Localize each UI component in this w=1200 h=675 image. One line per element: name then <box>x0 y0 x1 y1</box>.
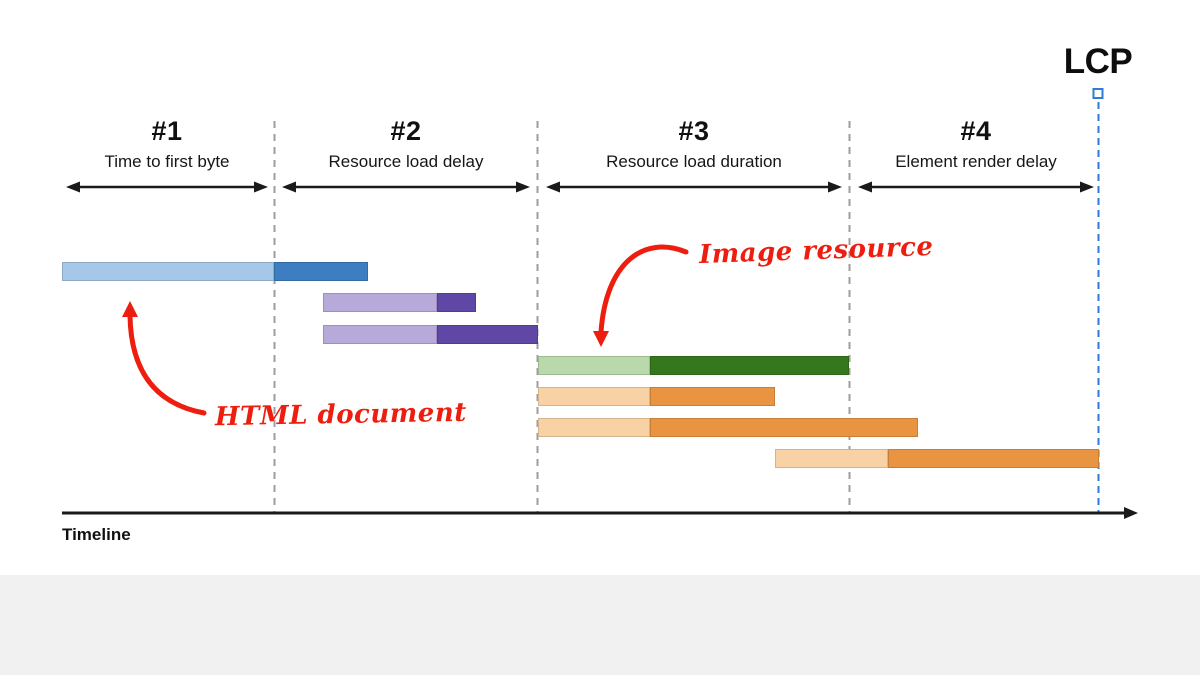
phase-description: Resource load delay <box>328 152 484 171</box>
stylesheet-bar <box>323 325 538 344</box>
document-bar <box>62 262 368 281</box>
html-document-annotation-arrow <box>127 313 207 416</box>
image-resource-annotation-arrowhead <box>593 331 609 347</box>
phase-span-arrowhead-left <box>282 181 296 193</box>
timeline-axis-arrowhead <box>1124 507 1138 519</box>
script-bar-light-segment <box>775 449 888 468</box>
stylesheet-bar <box>323 293 476 312</box>
lcp-title: LCP <box>1063 42 1133 81</box>
lcp-marker-square <box>1092 88 1104 99</box>
document-bar-dark-segment <box>274 262 368 281</box>
phase-description: Time to first byte <box>104 152 230 171</box>
image-resource-annotation-text: Image resource <box>698 231 934 271</box>
script-bar-light-segment <box>538 387 650 406</box>
phase-span-arrowhead-left <box>858 181 872 193</box>
script-bar <box>538 418 918 437</box>
stylesheet-bar-dark-segment <box>437 293 476 312</box>
image-resource-annotation-arrow <box>598 244 689 335</box>
html-document-annotation-text: HTML document <box>214 397 467 433</box>
image-bar-light-segment <box>538 356 650 375</box>
document-bar-light-segment <box>62 262 274 281</box>
timeline-axis-label: Timeline <box>62 525 131 544</box>
phase-span-arrowhead-right <box>254 181 268 193</box>
script-bar-dark-segment <box>650 387 775 406</box>
phase-description: Element render delay <box>895 152 1057 171</box>
script-bar <box>775 449 1099 468</box>
script-bar-dark-segment <box>650 418 918 437</box>
stylesheet-bar-light-segment <box>323 325 437 344</box>
phase-span-arrowhead-right <box>516 181 530 193</box>
stylesheet-bar-dark-segment <box>437 325 538 344</box>
phase-number: #2 <box>390 116 422 146</box>
phase-span-arrowhead-left <box>546 181 560 193</box>
image-bar <box>538 356 849 375</box>
phase-span-arrowhead-right <box>828 181 842 193</box>
image-bar-dark-segment <box>650 356 849 375</box>
phase-number: #4 <box>960 116 992 146</box>
html-document-annotation-arrowhead <box>122 301 138 317</box>
legend-band: DocumentStylesheetScriptImage <box>0 575 1200 675</box>
phase-span-arrowhead-left <box>66 181 80 193</box>
phase-span-arrowhead-right <box>1080 181 1094 193</box>
phase-description: Resource load duration <box>606 152 782 171</box>
script-bar-light-segment <box>538 418 650 437</box>
script-bar-dark-segment <box>888 449 1099 468</box>
phase-number: #1 <box>151 116 183 146</box>
phase-number: #3 <box>678 116 710 146</box>
stylesheet-bar-light-segment <box>323 293 437 312</box>
script-bar <box>538 387 775 406</box>
